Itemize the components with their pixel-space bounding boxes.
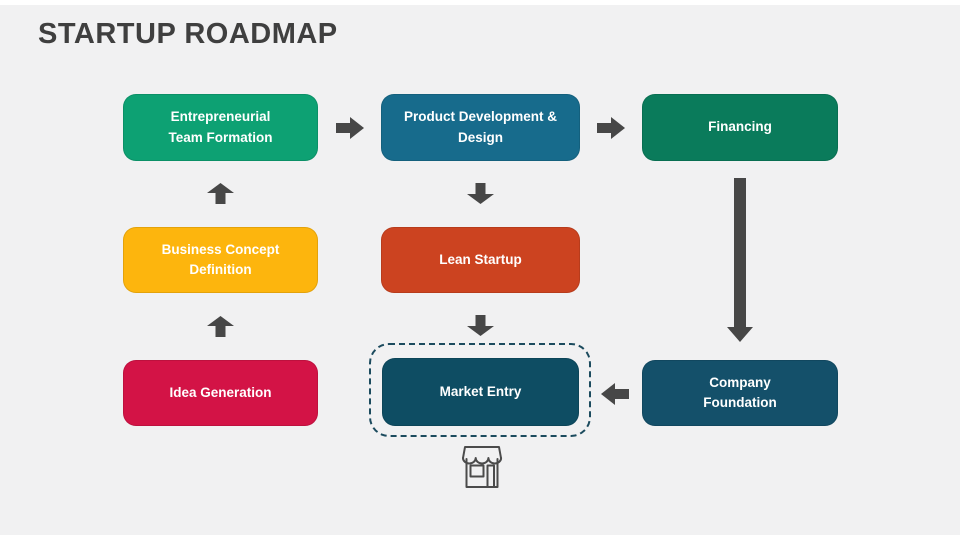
- node-idea-generation: Idea Generation: [123, 360, 318, 426]
- node-label: Entrepreneurial Team Formation: [168, 109, 273, 145]
- node-label: Idea Generation: [169, 384, 272, 400]
- storefront-icon: [457, 444, 507, 495]
- node-label: Company Foundation: [703, 374, 777, 410]
- arrow-long-down-icon: [727, 178, 753, 342]
- node-label: Business Concept Definition: [161, 241, 280, 277]
- node-market-entry: Market Entry: [382, 358, 579, 426]
- node-entrepreneurial-team-formation: Entrepreneurial Team Formation: [123, 94, 318, 161]
- slide-canvas: STARTUP ROADMAP Entrepreneurial Team For…: [0, 5, 960, 535]
- arrow-right-icon: [336, 116, 364, 140]
- arrow-up-icon: [207, 316, 234, 337]
- node-label: Financing: [708, 119, 772, 135]
- arrow-down-icon: [467, 183, 494, 204]
- node-label: Lean Startup: [439, 251, 522, 267]
- node-company-foundation: Company Foundation: [642, 360, 838, 426]
- market-entry-highlight-frame: [369, 343, 591, 437]
- arrow-down-icon: [467, 315, 494, 336]
- node-financing: Financing: [642, 94, 838, 161]
- node-label: Market Entry: [439, 383, 522, 399]
- node-business-concept-definition: Business Concept Definition: [123, 227, 318, 293]
- node-product-development-design: Product Development & Design: [381, 94, 580, 161]
- page-title: STARTUP ROADMAP: [38, 18, 338, 50]
- node-lean-startup: Lean Startup: [381, 227, 580, 293]
- arrow-right-icon: [597, 116, 625, 140]
- arrow-left-icon: [601, 382, 629, 406]
- node-label: Product Development & Design: [403, 109, 558, 145]
- arrow-up-icon: [207, 183, 234, 204]
